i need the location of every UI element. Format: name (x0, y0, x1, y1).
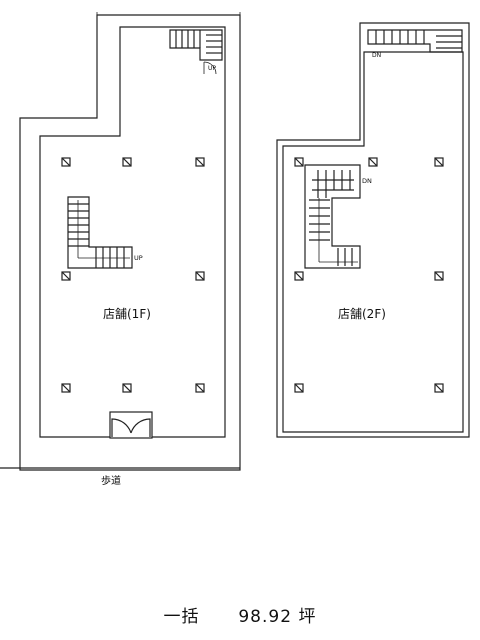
floor-plan-drawing: UP UP 店舗(1F) DN DN 店舗(2F) 歩道 (0, 12, 470, 487)
sidewalk-label: 歩道 (101, 474, 121, 487)
total-area-value: 98.92 (238, 607, 293, 627)
floor-1f-corner-stair (169, 29, 223, 75)
total-area-prefix: 一括 (163, 607, 200, 627)
floor-1f-room-label: 店舗(1F) (103, 307, 151, 321)
floor-2f-inner-wall (282, 51, 464, 433)
floor-1f-outer-wall (19, 14, 241, 471)
floor-1f-columns (61, 157, 205, 393)
floor-2f-corner-stair (367, 29, 463, 53)
floor-1f-plan (0, 12, 241, 471)
floor-1f-inner-wall (39, 26, 226, 438)
total-area-label: 一括 98.92 坪 (0, 602, 480, 627)
floor-2f-outer-wall (276, 22, 470, 438)
entrance-door (109, 411, 153, 439)
floor-2f-door-label: DN (372, 52, 381, 59)
floor-1f-stair-label: UP (134, 254, 143, 262)
total-area-unit: 坪 (298, 607, 317, 627)
floor-2f-columns (294, 157, 444, 393)
floor-2f-stair-label: DN (362, 177, 372, 185)
floor-2f-stair (304, 164, 361, 269)
floor-1f-door-label: UP (208, 65, 216, 72)
floor-2f-room-label: 店舗(2F) (338, 307, 386, 321)
floor-2f-plan (276, 22, 470, 438)
floor-1f-stair (67, 196, 133, 269)
